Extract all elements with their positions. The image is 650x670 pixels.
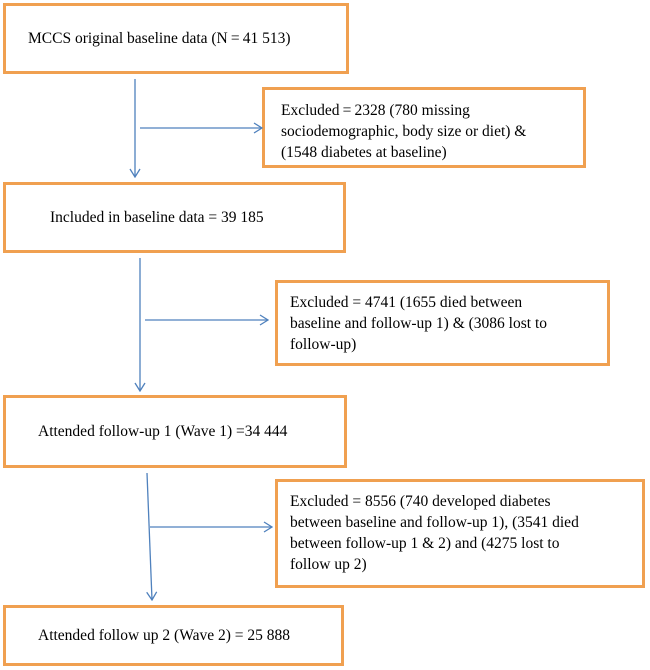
- box-attended-wave-2-text: Attended follow up 2 (Wave 2) = 25 888: [38, 627, 290, 644]
- box-excluded-follow-up-2: Excluded = 8556 (740 developed diabetes …: [275, 479, 645, 588]
- box-excluded-follow-up-2-line-4: follow up 2): [290, 556, 367, 573]
- box-included-baseline: Included in baseline data = 39 185: [3, 182, 346, 253]
- box-excluded-follow-up-1-line-3: follow-up): [290, 336, 357, 353]
- box-excluded-baseline-line-2: sociodemographic, body size or diet) &: [281, 123, 527, 140]
- box-attended-wave-1-text: Attended follow-up 1 (Wave 1) =34 444: [38, 423, 288, 440]
- box-mccs-baseline-text: MCCS original baseline data (N = 41 513): [28, 30, 291, 47]
- box-attended-wave-1: Attended follow-up 1 (Wave 1) =34 444: [3, 395, 347, 468]
- box-excluded-baseline: Excluded = 2328 (780 missing sociodemogr…: [262, 87, 586, 168]
- arrow-wave-1-to-wave-2: [147, 472, 152, 600]
- box-excluded-follow-up-2-line-2: between baseline and follow-up 1), (3541…: [290, 514, 579, 531]
- box-excluded-follow-up-2-line-3: between follow-up 1 & 2) and (4275 lost …: [290, 535, 560, 552]
- box-excluded-follow-up-1: Excluded = 4741 (1655 died between basel…: [275, 280, 610, 366]
- box-excluded-follow-up-1-line-1: Excluded = 4741 (1655 died between: [290, 294, 523, 311]
- box-excluded-baseline-line-1: Excluded = 2328 (780 missing: [281, 102, 470, 119]
- box-included-baseline-text: Included in baseline data = 39 185: [50, 209, 264, 226]
- box-excluded-follow-up-1-line-2: baseline and follow-up 1) & (3086 lost t…: [290, 315, 547, 332]
- box-attended-wave-2: Attended follow up 2 (Wave 2) = 25 888: [3, 605, 344, 666]
- box-mccs-baseline: MCCS original baseline data (N = 41 513): [3, 3, 349, 74]
- box-excluded-baseline-line-3: (1548 diabetes at baseline): [281, 144, 447, 161]
- box-excluded-follow-up-2-line-1: Excluded = 8556 (740 developed diabetes: [290, 493, 551, 510]
